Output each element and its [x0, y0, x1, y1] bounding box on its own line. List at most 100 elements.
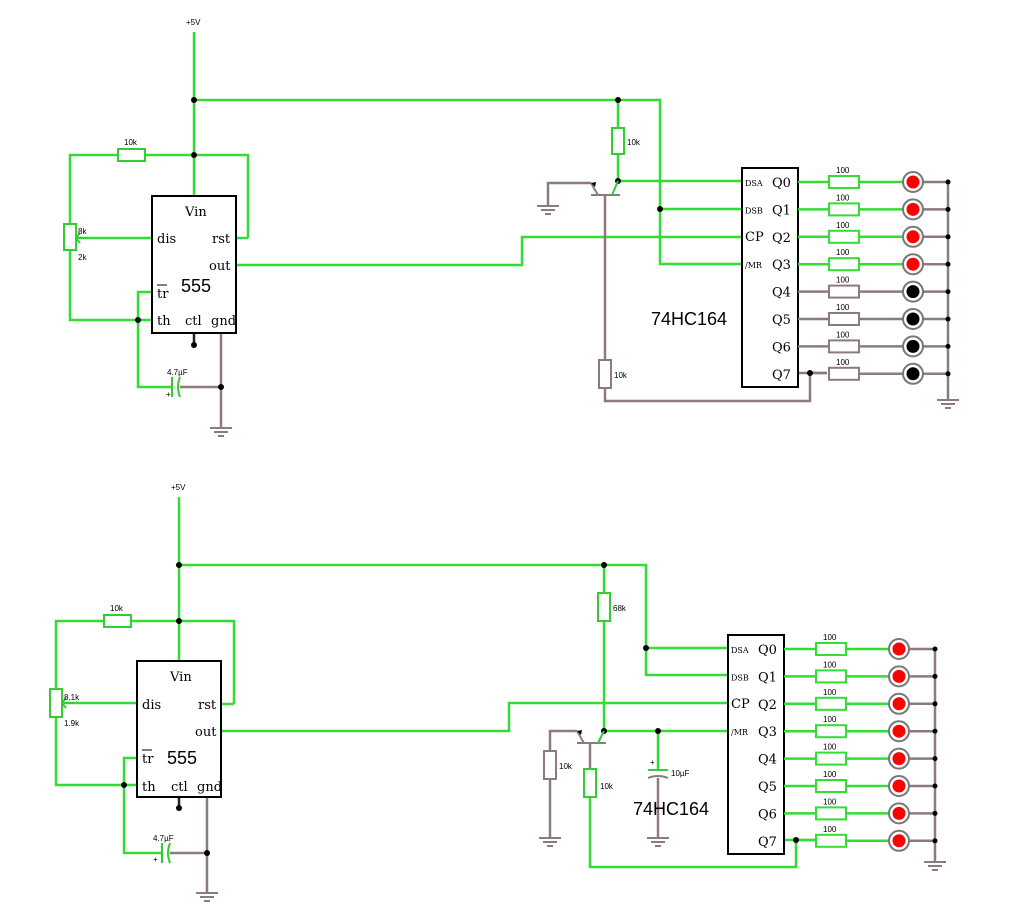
sr-output-label: Q0 — [772, 176, 791, 191]
sr-output-label: Q1 — [772, 203, 791, 218]
led-resistor — [828, 257, 860, 272]
led-lens — [892, 779, 906, 793]
led-resistor — [815, 833, 847, 848]
junction-dot — [932, 810, 938, 816]
junction-dots — [121, 562, 799, 856]
pin-out: out — [195, 725, 217, 740]
ground-icon — [647, 837, 669, 847]
pot-label-a: 8.1k — [64, 693, 80, 702]
led-resistor — [828, 202, 860, 217]
r-top-left-wire — [68, 153, 118, 224]
led-resistor — [815, 751, 847, 766]
pin-tr: tr — [157, 287, 169, 302]
pin-ctl: ctl — [171, 780, 188, 795]
junction-dot — [945, 371, 951, 377]
pot-wiper-icon — [60, 697, 74, 709]
sr-input-label: CP — [745, 230, 764, 245]
tr-cap-wire — [136, 290, 172, 389]
rst-wire — [145, 153, 250, 238]
pin-ctl: ctl — [185, 314, 202, 329]
sr-output-label: Q1 — [758, 670, 777, 685]
junction-dot — [932, 783, 938, 789]
supply-label: +5V — [186, 18, 201, 27]
resistor-10k-top — [103, 614, 132, 628]
pot-label-b: 2k — [78, 253, 87, 262]
transistor-icon — [590, 180, 620, 196]
sr-output-label: Q5 — [772, 313, 791, 328]
ground-icon — [210, 427, 232, 437]
led-resistor — [828, 339, 860, 354]
sr-output-label: Q6 — [772, 340, 791, 355]
sr-input-label: DSA — [745, 179, 763, 188]
tr-cap-wire — [122, 756, 162, 855]
pin-rst: rst — [212, 232, 231, 247]
pin-th: th — [157, 314, 171, 329]
led-resistor — [828, 366, 860, 381]
sr-output-label: Q0 — [758, 643, 777, 658]
resistor-label: 68k — [613, 604, 627, 613]
sr-input-label: /MR — [731, 728, 749, 737]
potentiometer — [63, 223, 77, 251]
ic-74hc164 — [727, 634, 785, 855]
junction-dot — [932, 756, 938, 762]
capacitor-10uf-icon — [647, 769, 669, 779]
sr-input-label: DSB — [745, 206, 763, 215]
cap-gnd-wire — [180, 333, 223, 389]
resistor-left — [543, 750, 557, 780]
led-lens — [892, 806, 906, 820]
transistor-base-gnd-wire — [546, 181, 591, 206]
led-lens — [892, 669, 906, 683]
resistor-label: 10k — [559, 762, 573, 771]
sr-input-label: DSB — [731, 673, 749, 682]
vcc-bus-wire — [179, 563, 728, 677]
sr-output-label: Q7 — [772, 368, 791, 383]
led-resistor-label: 100 — [836, 166, 850, 175]
pin-vin: Vin — [184, 205, 207, 220]
led-lens — [892, 752, 906, 766]
pin-th: th — [142, 780, 156, 795]
resistor-label: 10k — [600, 782, 614, 791]
led-resistor-label: 100 — [836, 221, 850, 230]
ic-555-label: 555 — [167, 748, 197, 768]
pin-dis: dis — [157, 232, 176, 247]
cap2-label: 10µF — [671, 769, 690, 778]
resistor-label: 10k — [110, 604, 124, 613]
pot-label-b: 1.9k — [64, 719, 80, 728]
pot-th-wire — [68, 250, 152, 322]
sr-input-label: DSA — [731, 646, 749, 655]
ic-555 — [136, 660, 222, 798]
led-resistor — [815, 642, 847, 656]
cap-label: 4.7µF — [153, 834, 174, 843]
potentiometer — [49, 688, 63, 718]
pin-out: out — [209, 259, 231, 274]
sr-input-label: CP — [731, 697, 750, 712]
capacitor-icon — [161, 842, 171, 864]
capacitor-icon — [171, 376, 181, 398]
sr-output-label: Q2 — [758, 698, 777, 713]
ic-555 — [151, 195, 237, 334]
led-resistor-label: 100 — [823, 743, 837, 752]
sr-output-label: Q7 — [758, 835, 777, 850]
resistor-68k — [597, 592, 611, 622]
led-resistor-label: 100 — [823, 633, 837, 642]
led-lens — [906, 367, 920, 381]
junction-dot — [945, 206, 951, 212]
led-resistor-label: 100 — [836, 303, 850, 312]
out-cp-wire — [221, 701, 728, 733]
ground-icon — [537, 205, 559, 215]
cap-sign: + — [153, 855, 158, 864]
pin-gnd: gnd — [197, 780, 222, 795]
junction-dot — [945, 179, 951, 185]
led-resistor-label: 100 — [823, 797, 837, 806]
pin-rst: rst — [198, 698, 217, 713]
ground-icon — [196, 892, 218, 902]
sr-output-label: Q3 — [772, 258, 791, 273]
led-lens — [906, 175, 920, 189]
led-lens — [906, 202, 920, 216]
led-resistor — [828, 312, 860, 326]
ground-icon — [937, 399, 959, 409]
led-resistor — [815, 779, 847, 793]
